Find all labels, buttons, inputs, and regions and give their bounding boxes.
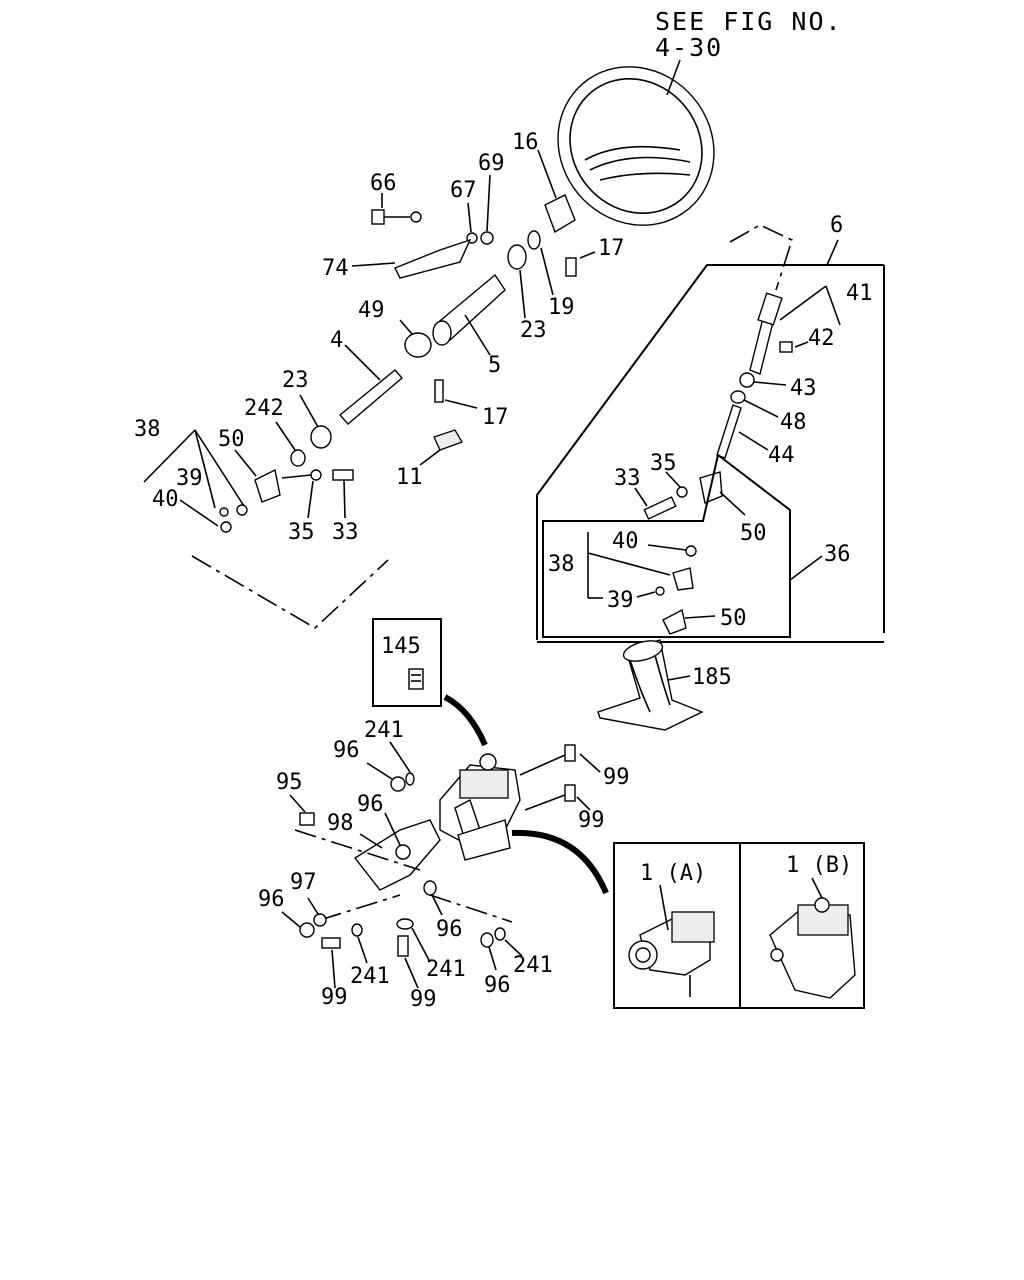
lower-column-group — [536, 224, 885, 643]
callout-23-top: 23 — [520, 318, 547, 343]
callout-49: 49 — [358, 298, 385, 323]
callout-241-left: 241 — [350, 964, 390, 989]
callout-95: 95 — [276, 770, 303, 795]
callout-17-top: 17 — [598, 236, 625, 261]
callout-241-center: 241 — [426, 957, 466, 982]
callout-35-left: 35 — [288, 520, 315, 545]
callout-97: 97 — [290, 870, 317, 895]
callout-44: 44 — [768, 443, 795, 468]
callout-33-left: 33 — [332, 520, 359, 545]
callout-38-left: 38 — [134, 417, 161, 442]
callout-96-middle: 96 — [357, 792, 384, 817]
callout-241-top: 241 — [364, 718, 404, 743]
callout-96-bottom: 96 — [484, 973, 511, 998]
callout-42: 42 — [808, 326, 835, 351]
callout-19: 19 — [548, 295, 575, 320]
callout-17-middle: 17 — [482, 405, 509, 430]
callout-33-right: 33 — [614, 466, 641, 491]
upper-column-parts — [143, 149, 596, 629]
boot-185 — [597, 639, 704, 731]
callout-99-bottom: 99 — [410, 987, 437, 1012]
callout-96-right: 96 — [436, 917, 463, 942]
callout-11: 11 — [396, 465, 423, 490]
callout-50-right: 50 — [740, 521, 767, 546]
callout-96-left: 96 — [258, 887, 285, 912]
callout-185: 185 — [692, 665, 732, 690]
callout-16: 16 — [512, 130, 539, 155]
callout-40-right: 40 — [612, 529, 639, 554]
callout-5: 5 — [488, 353, 501, 378]
callout-39-left: 39 — [176, 466, 203, 491]
callout-43: 43 — [790, 376, 817, 401]
callout-1a: 1 (A) — [640, 861, 706, 886]
callout-98: 98 — [327, 811, 354, 836]
callout-50-inner: 50 — [720, 606, 747, 631]
figure-reference-line2: 4-30 — [655, 33, 723, 62]
box-145 — [372, 618, 488, 747]
callout-4: 4 — [330, 328, 343, 353]
callout-242: 242 — [244, 396, 284, 421]
steering-wheel — [557, 59, 715, 226]
callout-96-top: 96 — [333, 738, 360, 763]
callout-66: 66 — [370, 171, 397, 196]
callout-1b: 1 (B) — [786, 853, 852, 878]
gearbox-variants-box — [613, 842, 865, 1009]
callout-241-right: 241 — [513, 953, 553, 978]
callout-74: 74 — [322, 256, 349, 281]
callout-99-top: 99 — [603, 765, 630, 790]
callout-40-left: 40 — [152, 487, 179, 512]
callout-99-right: 99 — [578, 808, 605, 833]
callout-35-right: 35 — [650, 451, 677, 476]
figure-reference-line1: SEE FIG NO. — [655, 7, 843, 36]
callout-50-left: 50 — [218, 427, 245, 452]
callout-38-right: 38 — [548, 552, 575, 577]
callout-39-right: 39 — [607, 588, 634, 613]
callout-67: 67 — [450, 178, 477, 203]
callout-69: 69 — [478, 151, 505, 176]
callout-48: 48 — [780, 410, 807, 435]
callout-6: 6 — [830, 213, 843, 238]
callout-labels: 66 67 69 16 17 74 19 23 49 5 4 17 23 242… — [134, 130, 873, 1012]
callout-23-lower: 23 — [282, 368, 309, 393]
callout-145: 145 — [381, 634, 421, 659]
callout-99-bottom-left: 99 — [321, 985, 348, 1010]
callout-36: 36 — [824, 542, 851, 567]
steering-gear-mounting — [281, 741, 609, 989]
callout-41: 41 — [846, 281, 873, 306]
